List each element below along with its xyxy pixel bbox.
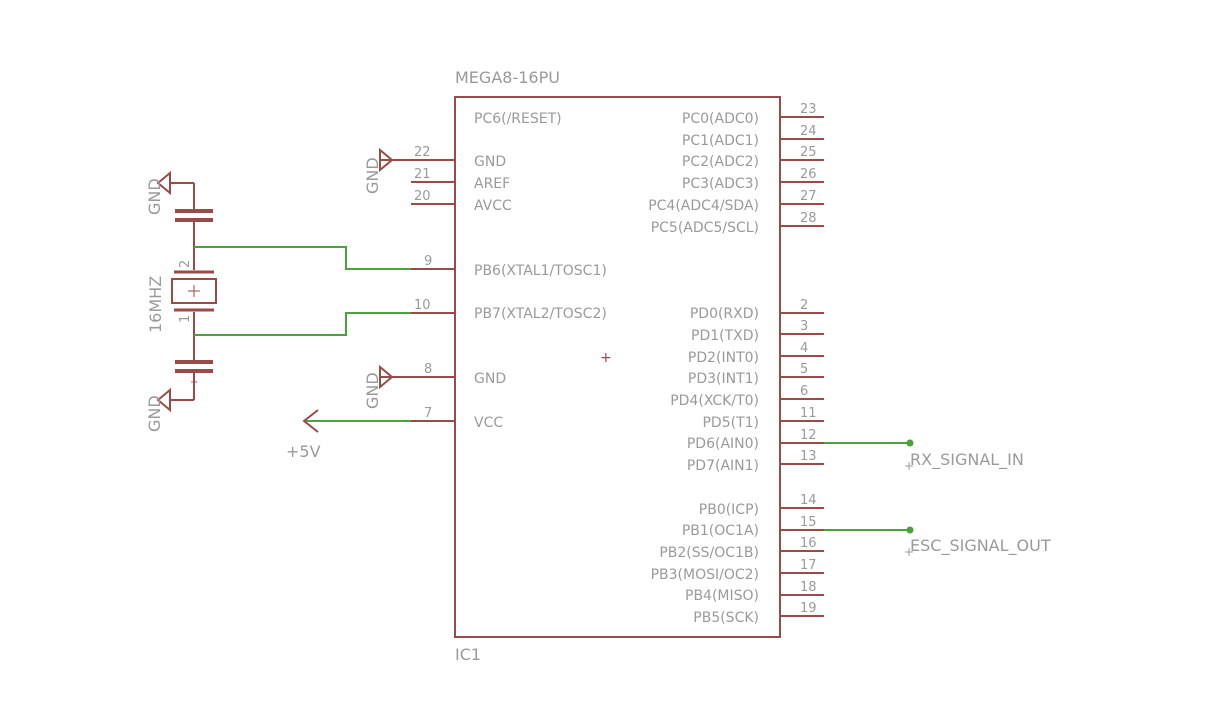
pin-number-right: 27 (800, 189, 817, 204)
pin-number-right: 17 (800, 558, 817, 573)
pin-number-right: 23 (800, 102, 817, 117)
net-label-esc: ESC_SIGNAL_OUT (910, 536, 1051, 556)
pin-number-left: 21 (414, 167, 431, 182)
pin-number-left: 7 (424, 406, 432, 421)
pin-number-right: 5 (800, 362, 808, 377)
pin-name-left: PC6(/RESET) (474, 111, 562, 127)
gnd-symbol-cap-bottom: GND (145, 387, 194, 432)
ic-designator: IC1 (455, 645, 481, 664)
pin-name-right: PB0(ICP) (699, 502, 759, 518)
gnd-symbol-pin22: GND (363, 147, 411, 194)
pin-name-right: PD5(T1) (702, 415, 759, 431)
crystal-value: 16MHZ (146, 276, 165, 333)
pin-number-right: 13 (800, 449, 817, 464)
pin-name-right: PC0(ADC0) (682, 111, 759, 127)
pin-name-left: AVCC (474, 198, 512, 214)
capacitor-bottom[interactable]: + (175, 335, 213, 400)
ic-body[interactable] (454, 96, 781, 638)
pin-number-right: 6 (800, 384, 808, 399)
crystal[interactable]: 16MHZ 2 1 (146, 247, 217, 335)
pin-name-right: PD2(INT0) (688, 350, 759, 366)
wire-xtal2[interactable] (194, 312, 411, 336)
net-label-rx: RX_SIGNAL_IN (910, 450, 1024, 470)
wire-xtal1[interactable] (194, 246, 411, 270)
pin-name-right: PD3(INT1) (688, 371, 759, 387)
crystal-pin2: 2 (178, 260, 193, 268)
pin-number-left: 20 (414, 189, 431, 204)
pin-name-right: PC1(ADC1) (682, 133, 759, 149)
pin-number-left: 8 (424, 362, 432, 377)
crystal-pin1: 1 (178, 315, 193, 323)
pin-number-left: 9 (424, 254, 432, 269)
pin-name-right: PC5(ADC5/SCL) (651, 220, 759, 236)
supply-5v: +5V (286, 409, 411, 461)
pin-name-right: PB4(MISO) (685, 588, 759, 604)
ic-origin-mark: + (600, 350, 612, 366)
pin-name-right: PD0(RXD) (690, 306, 759, 322)
pin-name-right: PC3(ADC3) (682, 176, 759, 192)
pin-number-right: 14 (800, 493, 817, 508)
pin-name-right: PB5(SCK) (693, 610, 759, 626)
pin-name-left: VCC (474, 415, 503, 431)
capacitor-top[interactable] (175, 183, 213, 247)
pin-name-right: PB1(OC1A) (682, 523, 759, 539)
gnd-label: GND (145, 178, 164, 215)
gnd-symbol-cap-top: GND (145, 170, 194, 215)
pin-name-right: PD1(TXD) (691, 328, 759, 344)
gnd-label: GND (363, 157, 382, 194)
net-esc-signal[interactable]: ESC_SIGNAL_OUT + (824, 526, 1051, 560)
net-anchor-mark: + (904, 459, 914, 473)
pin-name-right: PD4(XCK/T0) (670, 393, 759, 409)
pin-name-right: PD6(AIN0) (687, 436, 759, 452)
pin-name-left: AREF (474, 176, 510, 192)
net-anchor-mark: + (904, 545, 914, 559)
pin-number-right: 26 (800, 167, 817, 182)
gnd-label: GND (363, 372, 382, 409)
ic-part-value: MEGA8-16PU (455, 68, 560, 87)
pin-name-left: PB6(XTAL1/TOSC1) (474, 263, 607, 279)
pin-name-left: GND (474, 154, 506, 170)
pin-number-left: 22 (414, 145, 431, 160)
pin-number-left: 10 (414, 298, 431, 313)
pin-number-right: 16 (800, 536, 817, 551)
pin-name-right: PB3(MOSI/OC2) (651, 567, 759, 583)
pin-number-right: 28 (800, 211, 817, 226)
gnd-symbol-pin8: GND (363, 364, 411, 409)
pin-name-left: PB7(XTAL2/TOSC2) (474, 306, 607, 322)
pin-name-right: PD7(AIN1) (687, 458, 759, 474)
pin-number-right: 15 (800, 515, 817, 530)
pin-name-right: PB2(SS/OC1B) (659, 545, 759, 561)
pin-name-right: PC2(ADC2) (682, 154, 759, 170)
pin-number-right: 19 (800, 601, 817, 616)
net-rx-signal[interactable]: RX_SIGNAL_IN + (824, 439, 1024, 474)
polarity-mark: + (190, 377, 198, 388)
pin-number-right: 11 (800, 406, 817, 421)
supply-label: +5V (286, 442, 321, 461)
pin-name-left: GND (474, 371, 506, 387)
pin-name-right: PC4(ADC4/SDA) (648, 198, 759, 214)
pin-number-right: 18 (800, 580, 817, 595)
pin-number-right: 25 (800, 145, 817, 160)
pin-number-right: 2 (800, 298, 808, 313)
pin-number-right: 3 (800, 319, 808, 334)
pin-number-right: 12 (800, 428, 817, 443)
pin-number-right: 24 (800, 124, 817, 139)
pin-number-right: 4 (800, 341, 808, 356)
gnd-label: GND (145, 395, 164, 432)
